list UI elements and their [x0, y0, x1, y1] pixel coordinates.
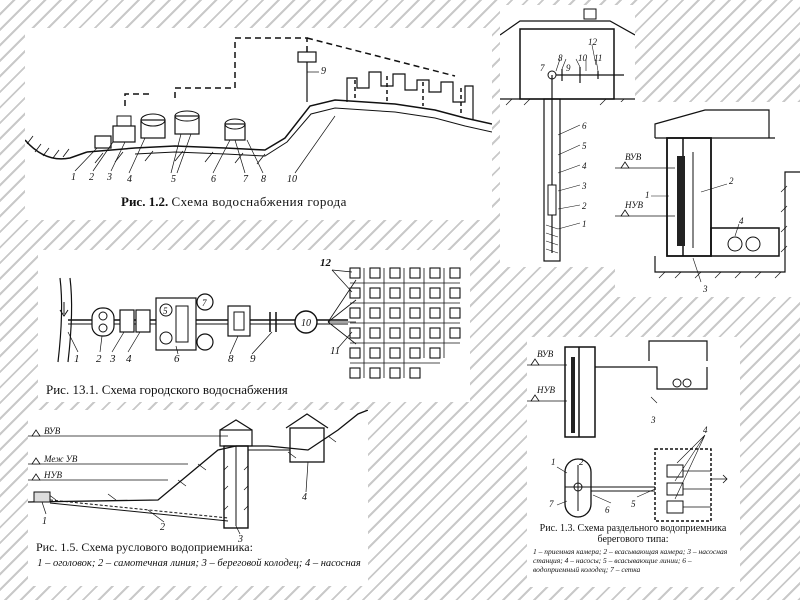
- fig13-label-5: 5: [631, 499, 636, 509]
- figure-1-3-drawing: ВУВ НУВ 3 1 2 7 6 4 5: [527, 340, 728, 522]
- fig13-label-2: 2: [579, 457, 584, 467]
- figure-1-3-panel: ВУВ НУВ 3 1 2 7 6 4 5 Рис. 1.3. Схема ра…: [527, 337, 740, 587]
- figure-1-5-panel: ВУВ Меж УВ НУВ 1 2 3 4 Рис. 1.5. Схема р…: [28, 410, 368, 586]
- shore-label-2: 2: [729, 176, 734, 186]
- fig13-level-vuv: ВУВ: [537, 349, 554, 359]
- fig-well-label-7: 7: [540, 63, 545, 73]
- fig131-label-2: 2: [96, 353, 102, 365]
- figure-well-panel: 7 8 9 10 11 12 6 5 4 3 2 1: [500, 5, 635, 267]
- fig15-level-nuv: НУВ: [43, 470, 63, 480]
- fig15-legend: 1 – оголовок; 2 – самотечная линия; 3 – …: [37, 558, 361, 569]
- shore-label-1: 1: [645, 190, 650, 200]
- fig12-caption-number: Рис. 1.2.: [121, 194, 169, 209]
- figure-13-1-panel: 1 2 3 4 5 6 7 8 9 10 11 12 Рис. 13.1. Сх…: [38, 250, 470, 402]
- fig131-label-11: 11: [330, 345, 340, 357]
- fig131-label-8: 8: [228, 353, 234, 365]
- fig13-label-6: 6: [605, 505, 610, 515]
- fig12-label-5: 5: [171, 174, 176, 185]
- fig12-label-10: 10: [287, 174, 297, 185]
- fig-well-label-1: 1: [582, 219, 587, 229]
- fig-well-label-2: 2: [582, 201, 587, 211]
- fig131-label-10: 10: [301, 318, 311, 329]
- fig15-label-2: 2: [160, 522, 165, 533]
- fig15-label-4: 4: [302, 492, 307, 503]
- fig-well-label-5: 5: [582, 141, 587, 151]
- fig131-label-12: 12: [320, 257, 332, 269]
- figure-1-5-drawing: ВУВ Меж УВ НУВ 1 2 3 4: [28, 410, 368, 545]
- fig12-label-3: 3: [106, 172, 112, 183]
- fig131-city-grid: [349, 267, 461, 379]
- fig13-label-3-top: 3: [650, 415, 656, 425]
- shore-label-3: 3: [702, 284, 708, 294]
- fig15-label-3: 3: [237, 534, 243, 545]
- fig131-caption: Рис. 13.1. Схема городского водоснабжени…: [46, 382, 288, 397]
- shore-label-4: 4: [739, 216, 744, 226]
- fig12-label-9: 9: [321, 66, 326, 77]
- fig13-label-1: 1: [551, 457, 556, 467]
- fig12-label-2: 2: [89, 172, 94, 183]
- fig13-level-nuv: НУВ: [536, 385, 556, 395]
- fig-well-label-6: 6: [582, 121, 587, 131]
- figure-1-2-panel: 1 2 3 4 5 6 7 8 9 10 Рис. 1.2. Схема вод…: [25, 28, 492, 220]
- fig12-label-8: 8: [261, 174, 266, 185]
- fig13-label-4: 4: [703, 425, 708, 435]
- shore-level-nuv: НУВ: [624, 200, 644, 210]
- fig-well-label-9: 9: [566, 63, 571, 73]
- fig12-label-4: 4: [127, 174, 132, 185]
- figure-1-2-drawing: 1 2 3 4 5 6 7 8 9 10: [25, 37, 492, 185]
- fig12-label-1: 1: [71, 172, 76, 183]
- fig131-label-5: 5: [163, 306, 168, 316]
- fig13-label-7: 7: [549, 499, 554, 509]
- fig131-label-6: 6: [174, 353, 180, 365]
- figure-shore-intake-panel: ВУВ НУВ 1 2 3 4: [615, 102, 800, 297]
- fig12-caption: Рис. 1.2. Схема водоснабжения города: [121, 194, 347, 210]
- shore-level-vuv: ВУВ: [625, 152, 642, 162]
- fig15-level-vuv: ВУВ: [44, 426, 61, 436]
- fig-well-label-8: 8: [558, 53, 563, 63]
- fig-well-label-12: 12: [588, 37, 598, 47]
- fig15-level-mezh: Меж УВ: [43, 454, 78, 464]
- fig12-caption-text: Схема водоснабжения города: [171, 194, 347, 209]
- fig15-label-1: 1: [42, 516, 47, 527]
- fig-well-label-10: 10: [578, 53, 588, 63]
- fig131-label-1: 1: [74, 353, 80, 365]
- fig131-label-3: 3: [109, 353, 116, 365]
- fig15-caption: Рис. 1.5. Схема руслового водоприемника:: [36, 540, 253, 554]
- figure-13-1-drawing: 1 2 3 4 5 6 7 8 9 10 11 12: [57, 257, 461, 379]
- fig12-label-7: 7: [243, 174, 249, 185]
- fig13-caption: Рис. 1.3. Схема раздельного водоприемник…: [539, 523, 727, 545]
- figure-well-drawing: 7 8 9 10 11 12 6 5 4 3 2 1: [500, 8, 635, 262]
- fig13-legend: 1 – приемная камера; 2 – всасывающая кам…: [533, 547, 728, 574]
- figure-shore-intake-drawing: ВУВ НУВ 1 2 3 4: [615, 109, 800, 294]
- fig-well-label-3: 3: [581, 181, 587, 191]
- fig12-label-6: 6: [211, 174, 216, 185]
- fig-well-label-11: 11: [594, 53, 602, 63]
- fig131-label-7: 7: [202, 298, 207, 308]
- fig131-label-4: 4: [126, 353, 132, 365]
- fig131-label-9: 9: [250, 353, 256, 365]
- fig-well-label-4: 4: [582, 161, 587, 171]
